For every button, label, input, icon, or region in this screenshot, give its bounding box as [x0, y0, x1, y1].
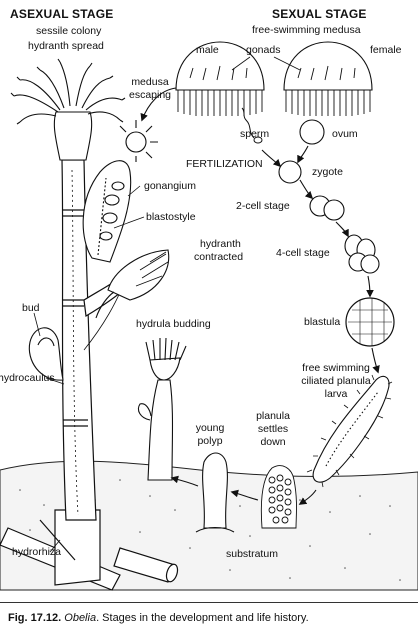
planula-settling: [260, 465, 297, 529]
asexual-stage-heading: ASEXUAL STAGE: [10, 7, 114, 21]
bud-label: bud: [22, 302, 40, 314]
hydrocaulus-label: hydrocaulus: [0, 372, 55, 384]
bud-shape: [28, 327, 64, 381]
sexual-stage-heading: SEXUAL STAGE: [272, 7, 367, 21]
planula-settles-label-line2: settles: [257, 423, 289, 435]
cycle-arrows: [140, 87, 380, 505]
sperm-shape: [241, 107, 263, 144]
planula-larva-label-line2: ciliated planula: [301, 375, 371, 387]
hydranth-contracted-label-line1: hydranth: [200, 238, 241, 250]
ovum-label: ovum: [332, 128, 358, 140]
male-label: male: [196, 44, 219, 56]
figure-number: Fig. 17.12.: [8, 612, 62, 624]
escaping-medusa: [119, 120, 158, 162]
two-cell-stage-label: 2-cell stage: [236, 200, 290, 212]
hydranth-spread-label: hydranth spread: [28, 40, 104, 52]
figure-genus: Obelia: [64, 612, 97, 624]
two-cell-shape: [309, 195, 345, 221]
free-swimming-medusa-label: free-swimming medusa: [252, 24, 361, 36]
sperm-label: sperm: [240, 128, 270, 140]
zygote-shape: [278, 160, 302, 184]
male-medusa: [175, 41, 265, 116]
caption-divider: [0, 602, 418, 603]
leader-lines: [33, 56, 301, 553]
planula-settles-label-line1: planula: [256, 410, 290, 422]
four-cell-stage-label: 4-cell stage: [276, 247, 330, 259]
zygote-label: zygote: [312, 166, 343, 178]
young-polyp-label-line2: polyp: [197, 435, 223, 447]
gonangium-label: gonangium: [144, 180, 196, 192]
young-polyp: [195, 452, 235, 533]
planula-larva-label-line3: larva: [324, 388, 348, 400]
hydrocaulus-stem: [61, 159, 139, 521]
figure-caption-text: . Stages in the development and life his…: [96, 612, 309, 624]
hydrorhiza-stolons: [0, 509, 179, 591]
female-medusa: [283, 41, 373, 116]
four-cell-shape: [344, 234, 380, 274]
sessile-colony-label: sessile colony: [36, 25, 102, 37]
hydrula-budding-label: hydrula budding: [136, 318, 211, 330]
medusa-escaping-label-line1: medusa: [131, 76, 169, 88]
gonads-label: gonads: [246, 44, 281, 56]
blastula-label: blastula: [304, 316, 341, 328]
hydranth-contracted: [95, 249, 170, 319]
young-polyp-label-line1: young: [195, 422, 225, 434]
medusa-escaping-label-line2: escaping: [128, 89, 172, 101]
planula-settles-label-line3: down: [260, 436, 286, 448]
female-label: female: [370, 44, 402, 56]
hydrula-budding: [137, 337, 187, 481]
hydranth-spread: [10, 58, 126, 161]
gonangium-shape: [82, 160, 132, 263]
planula-larva-label-line1: free swimming: [302, 362, 370, 374]
ovum-shape: [299, 119, 325, 145]
substratum-label: substratum: [226, 548, 278, 560]
hydranth-contracted-label-line2: contracted: [194, 251, 244, 263]
blastula-shape: [345, 297, 395, 347]
figure-caption: Fig. 17.12. Obelia. Stages in the develo…: [8, 612, 309, 624]
fertilization-label: FERTILIZATION: [186, 158, 263, 170]
planula-larva: [306, 374, 393, 488]
blastostyle-label: blastostyle: [146, 211, 196, 223]
hydrorhiza-label: hydrorhiza: [12, 546, 62, 558]
